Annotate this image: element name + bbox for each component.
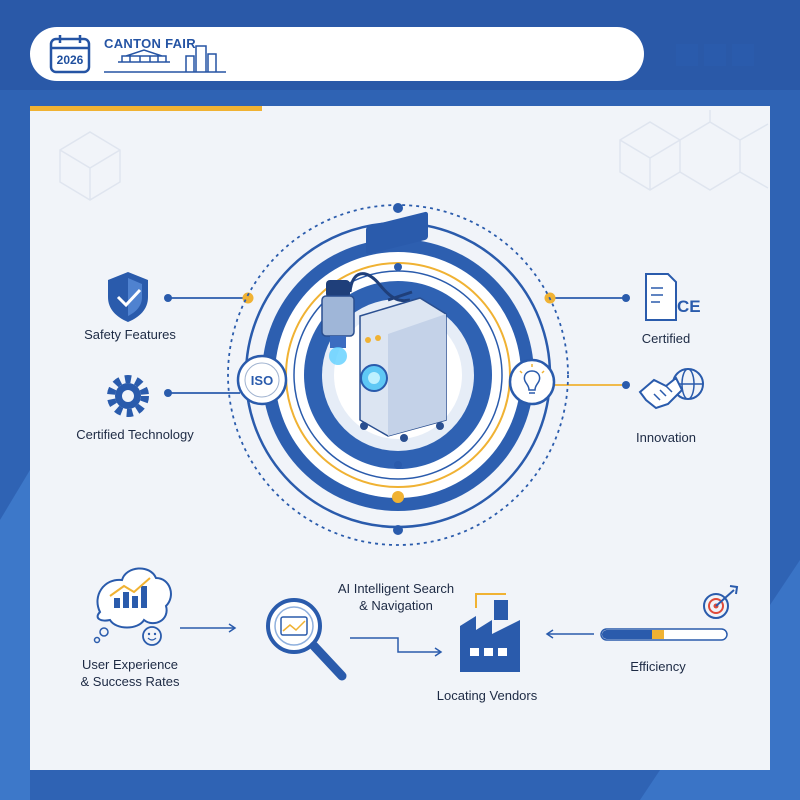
arrow-to-search	[180, 623, 237, 633]
label-efficiency: Efficiency	[630, 659, 686, 674]
header-graphics	[49, 35, 226, 74]
connectors	[164, 292, 630, 397]
iso-badge-text: ISO	[251, 373, 273, 388]
label-ai-search: AI Intelligent Search & Navigation	[337, 581, 455, 613]
gear-icon	[107, 375, 149, 417]
canton-fair-building-logo	[104, 45, 226, 73]
certificate-document-icon	[645, 273, 677, 321]
iso-badge	[236, 354, 288, 406]
arrow-from-efficiency	[545, 629, 594, 639]
decor-square-1	[676, 44, 698, 66]
label-certified: Certified	[641, 331, 691, 346]
label-user-experience: User Experience & Success Rates	[80, 657, 180, 689]
decor-square-3	[732, 44, 754, 66]
label-safety-features: Safety Features	[84, 327, 176, 342]
shield-check-icon	[108, 272, 148, 322]
machine-illustration	[321, 211, 447, 442]
accent-bar	[30, 106, 262, 111]
cube-pattern	[59, 110, 769, 201]
label-certified-technology: Certified Technology	[76, 427, 194, 442]
lightbulb-icon	[508, 358, 556, 406]
brand-title: CANTON FAIR	[104, 36, 196, 51]
target-icon	[703, 585, 739, 619]
decor-square-2	[704, 44, 726, 66]
magnifier-icon	[266, 598, 347, 681]
arrow-to-vendors	[350, 637, 443, 657]
efficiency-progress-bar	[600, 628, 728, 641]
year-badge: 2026	[56, 53, 84, 67]
label-innovation: Innovation	[636, 430, 696, 445]
label-locating-vendors: Locating Vendors	[436, 688, 538, 703]
chart-thought-bubble-icon	[93, 567, 172, 646]
ce-mark: CE	[677, 297, 701, 316]
handshake-globe-icon	[638, 368, 704, 410]
calendar-icon	[49, 35, 91, 74]
factory-icon	[460, 593, 520, 672]
